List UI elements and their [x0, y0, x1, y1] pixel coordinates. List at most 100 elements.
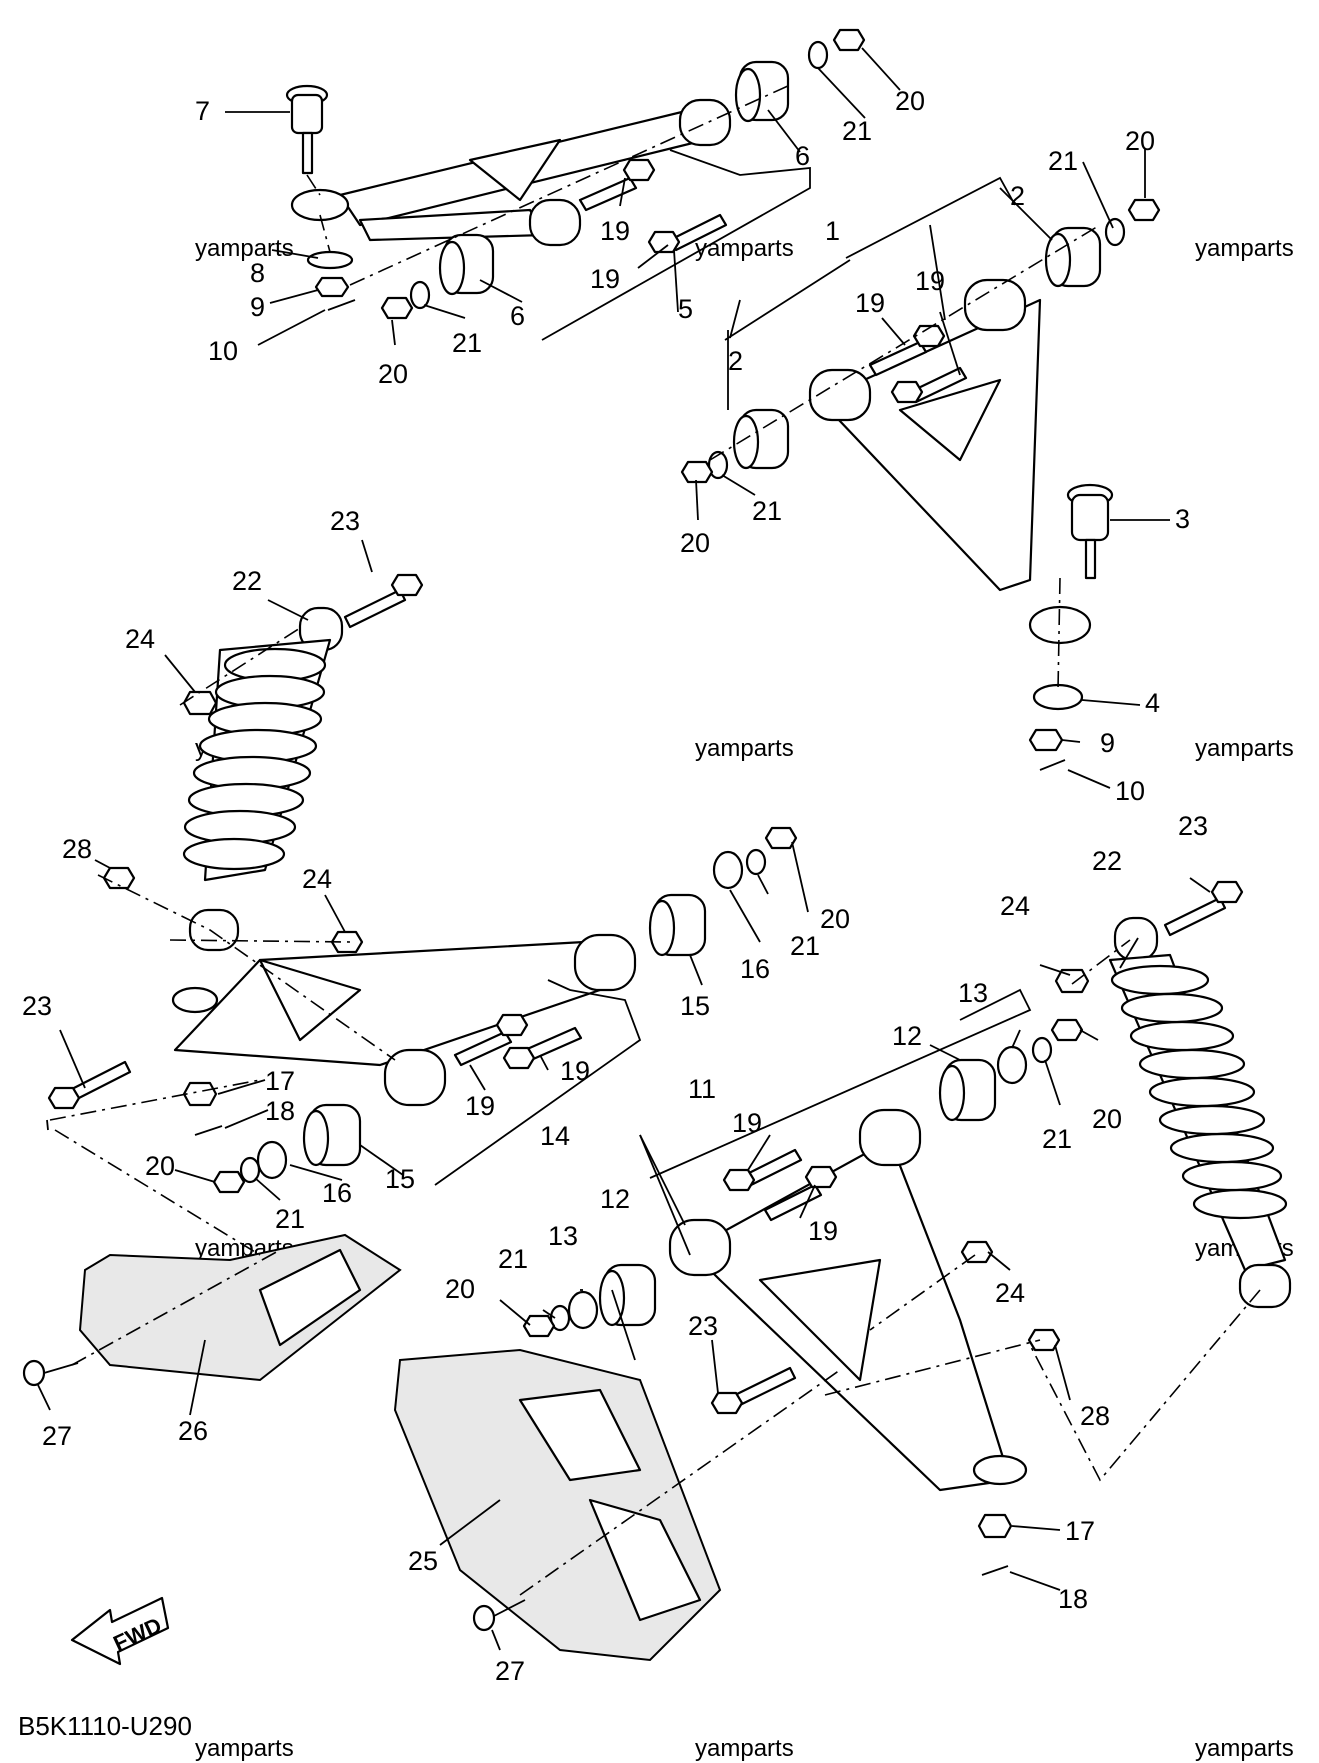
nut-20 [680, 460, 714, 484]
guard-26-rib [258, 1248, 362, 1347]
callout-20: 20 [1125, 126, 1155, 156]
callout-12: 12 [600, 1184, 630, 1214]
bolt-23 [1163, 896, 1227, 937]
nut-20 [832, 28, 866, 52]
nut-20 [1050, 1018, 1084, 1042]
bolt-23-head [1210, 880, 1244, 904]
callout-21: 21 [1042, 1124, 1072, 1154]
diagram-code: B5K1110-U290 [18, 1711, 192, 1741]
washer-21 [549, 1304, 571, 1332]
callout-20: 20 [445, 1274, 475, 1304]
nut-20 [212, 1170, 246, 1194]
callout-20: 20 [680, 528, 710, 558]
ball-joint-7-stud [301, 131, 314, 175]
callout-19: 19 [855, 288, 885, 318]
ball-joint-3-body [1070, 493, 1110, 542]
cotter-pin-10 [327, 299, 356, 311]
lower-arm-left-assembly [47, 826, 798, 1194]
bushing-12-face [938, 1064, 966, 1122]
callout-11: 11 [688, 1074, 716, 1104]
bolt-23 [733, 1366, 797, 1407]
callout-10: 10 [1115, 776, 1145, 806]
nut-17 [977, 1513, 1013, 1539]
guard-assembly [22, 1233, 722, 1662]
callout-19: 19 [590, 264, 620, 294]
nut-20 [522, 1314, 556, 1338]
callout-2: 2 [728, 346, 743, 376]
cotter-pin-18 [981, 1565, 1009, 1576]
callout-13: 13 [958, 978, 988, 1008]
arm-clevis [972, 1454, 1028, 1486]
callout-19: 19 [808, 1216, 838, 1246]
callout-26: 26 [178, 1416, 208, 1446]
arm-bushing-housing [383, 1048, 447, 1107]
callouts: 7 8 9 10 20 21 6 6 5 19 19 21 20 1 2 21 … [22, 86, 1208, 1686]
bolt-19 [578, 176, 638, 212]
bolt-19-head [890, 380, 924, 404]
callout-23: 23 [688, 1311, 718, 1341]
arm-gusset [758, 1258, 882, 1382]
bolt-23-head [710, 1391, 744, 1415]
callout-20: 20 [1092, 1104, 1122, 1134]
callout-23: 23 [330, 506, 360, 536]
callout-19: 19 [465, 1091, 495, 1121]
callout-27: 27 [42, 1421, 72, 1451]
watermark: yamparts [695, 235, 794, 262]
callout-9: 9 [1100, 728, 1115, 758]
screw-27 [22, 1359, 46, 1387]
callout-3: 3 [1175, 504, 1190, 534]
shock-spring [182, 647, 327, 871]
callout-24: 24 [302, 864, 332, 894]
bushing-6-face [438, 240, 466, 296]
callout-21: 21 [842, 116, 872, 146]
shock-top-eye [1113, 916, 1159, 962]
shock-bottom-eye [188, 908, 240, 952]
callout-7: 7 [195, 96, 210, 126]
bushing-12-face [598, 1269, 626, 1327]
callout-4: 4 [1145, 688, 1160, 718]
callout-28: 28 [1080, 1401, 1110, 1431]
callout-18: 18 [265, 1096, 295, 1126]
watermark: yamparts [1195, 1735, 1294, 1762]
callout-23: 23 [22, 991, 52, 1021]
nut-24 [1054, 968, 1090, 994]
bolt-19-head [804, 1165, 838, 1189]
callout-20: 20 [145, 1151, 175, 1181]
seal-16 [256, 1140, 288, 1180]
bolt-19-head [647, 230, 681, 254]
guard-25-rib [518, 1388, 642, 1482]
upper-arm-right-assembly [680, 198, 1161, 771]
callout-15: 15 [680, 991, 710, 1021]
arm-gusset [468, 138, 562, 202]
arm-bushing-housing [808, 368, 872, 422]
callout-15: 15 [385, 1164, 415, 1194]
callout-20: 20 [895, 86, 925, 116]
fwd-arrow-icon [70, 1596, 170, 1666]
nut-24 [182, 690, 218, 716]
callout-8: 8 [250, 258, 265, 288]
circlip-8 [306, 250, 354, 270]
callout-6: 6 [795, 141, 810, 171]
callout-25: 25 [408, 1546, 438, 1576]
nut-24 [960, 1240, 994, 1264]
arm-bushing-housing [963, 278, 1027, 332]
callout-20: 20 [378, 359, 408, 389]
screw-27 [472, 1604, 496, 1632]
leader-lines [37, 47, 1211, 1651]
watermark: yamparts [695, 735, 794, 762]
bolt-23-head [47, 1086, 81, 1110]
callout-9: 9 [250, 292, 265, 322]
callout-21: 21 [752, 496, 782, 526]
arm-bushing-housing [678, 98, 732, 147]
bushing-6-face [734, 67, 762, 123]
callout-18: 18 [1058, 1584, 1088, 1614]
callout-19: 19 [600, 216, 630, 246]
arm-bushing-housing [858, 1108, 922, 1167]
callout-12: 12 [892, 1021, 922, 1051]
cotter-pin-10 [1039, 759, 1066, 771]
nut-20 [380, 296, 414, 320]
callout-13: 13 [548, 1221, 578, 1251]
bushing-2-face [732, 414, 760, 470]
callout-28: 28 [62, 834, 92, 864]
